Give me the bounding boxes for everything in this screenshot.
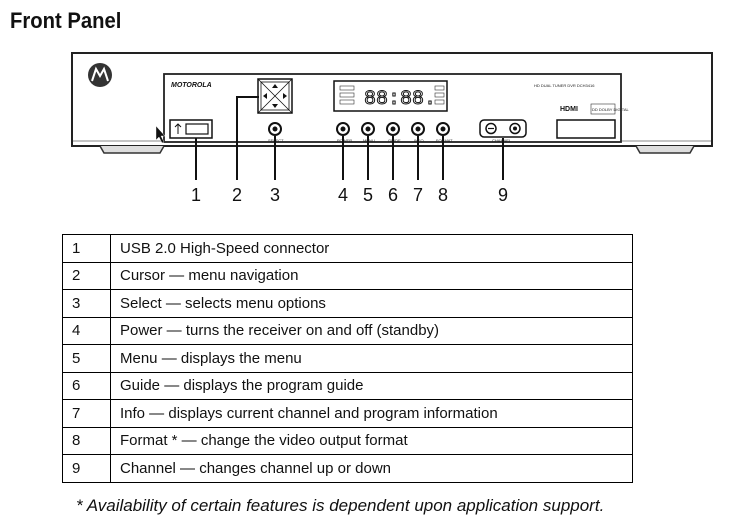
row-description: Power — turns the receiver on and off (s…	[110, 316, 633, 345]
hdmi-logo: HDMI	[560, 106, 578, 113]
row-number: 1	[62, 234, 111, 263]
callout-3: 3	[270, 185, 280, 205]
row-number: 4	[62, 316, 111, 345]
front-panel-diagram: MOTOROLA HD DUAL TUNER DVR DCH3416 HDMI …	[71, 52, 713, 205]
door-panel	[556, 119, 616, 139]
row-number: 5	[62, 344, 111, 373]
front-display: 88:88.	[333, 80, 448, 112]
svg-text:FORMAT: FORMAT	[436, 138, 453, 143]
svg-text:CHANNEL: CHANNEL	[492, 138, 512, 143]
display-digits: 88:88.	[364, 88, 436, 111]
power-button[interactable]: POWER	[336, 122, 352, 143]
row-description: Select — selects menu options	[110, 289, 633, 318]
row-number: 2	[62, 261, 111, 290]
callout-7: 7	[413, 185, 423, 205]
dolby-label: DD DOLBY DIGITAL	[592, 107, 630, 112]
svg-text:SELECT: SELECT	[268, 138, 284, 143]
arrow-up-icon	[272, 84, 278, 88]
row-description: Cursor — menu navigation	[110, 261, 633, 290]
format-button[interactable]: FORMAT	[436, 122, 453, 143]
usb-icon	[174, 123, 182, 134]
plus-icon	[513, 126, 517, 131]
arrow-right-icon	[283, 93, 287, 99]
usb-port[interactable]	[169, 119, 213, 139]
callout-6: 6	[388, 185, 398, 205]
callout-numbers: 1 2 3 4 5 6 7 8 9	[191, 185, 508, 205]
row-description: Channel — changes channel up or down	[110, 454, 633, 483]
pointer-icon	[155, 125, 166, 144]
arrow-left-icon	[263, 93, 267, 99]
row-description: USB 2.0 High-Speed connector	[110, 234, 633, 263]
row-description: Format * — change the video output forma…	[110, 426, 633, 455]
leader-lines	[195, 96, 504, 180]
row-description: Info — displays current channel and prog…	[110, 399, 633, 428]
page-title: Front Panel	[10, 8, 122, 33]
row-number: 6	[62, 371, 111, 400]
row-number: 7	[62, 399, 111, 428]
row-description: Guide — displays the program guide	[110, 371, 633, 400]
svg-text:POWER: POWER	[337, 138, 352, 143]
footnote: * Availability of certain features is de…	[76, 496, 605, 515]
callout-1: 1	[191, 185, 201, 205]
motorola-logo-icon	[88, 63, 112, 87]
cursor-pad[interactable]	[257, 78, 293, 114]
model-label: HD DUAL TUNER DVR DCH3416	[534, 83, 595, 88]
callout-4: 4	[338, 185, 348, 205]
svg-text:GUIDE: GUIDE	[388, 138, 401, 143]
callout-8: 8	[438, 185, 448, 205]
callout-5: 5	[363, 185, 373, 205]
row-number: 9	[62, 454, 111, 483]
row-description: Menu — displays the menu	[110, 344, 633, 373]
channel-rocker[interactable]: CHANNEL	[479, 119, 527, 143]
dolby-logo	[590, 103, 616, 115]
row-number: 3	[62, 289, 111, 318]
arrow-down-icon	[272, 104, 278, 108]
select-button[interactable]: SELECT	[268, 122, 284, 143]
guide-button[interactable]: GUIDE	[386, 122, 401, 143]
row-number: 8	[62, 426, 111, 455]
brand-label: MOTOROLA	[171, 82, 212, 89]
callout-9: 9	[498, 185, 508, 205]
callout-2: 2	[232, 185, 242, 205]
